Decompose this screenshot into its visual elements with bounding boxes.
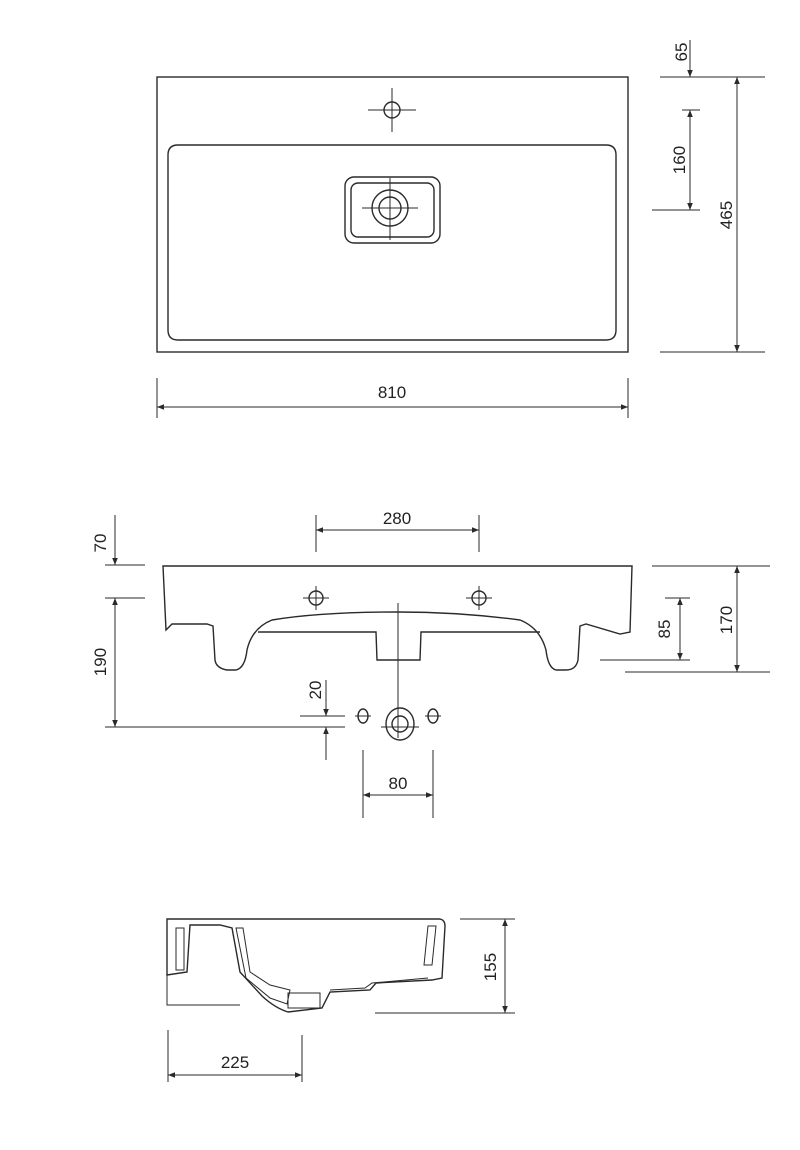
dim-190: 190 [91, 648, 110, 676]
top-view: 65 160 465 810 [156, 40, 765, 418]
outlet-icon [381, 707, 419, 741]
side-view: 155 225 [166, 918, 515, 1082]
front-view: 280 70 190 85 170 [91, 509, 770, 818]
dim-80: 80 [389, 774, 408, 793]
basin-bowl [167, 144, 617, 341]
basin-section-outline [166, 918, 446, 1013]
dim-70: 70 [91, 534, 110, 553]
drain-icon [344, 176, 441, 244]
dim-280: 280 [383, 509, 411, 528]
dim-225: 225 [221, 1053, 249, 1072]
tap-hole-icon [368, 88, 416, 132]
bowl-wall [235, 927, 291, 1005]
dim-85: 85 [655, 620, 674, 639]
dim-65: 65 [672, 43, 691, 62]
dim-155: 155 [481, 953, 500, 981]
dim-160: 160 [670, 146, 689, 174]
basin-base-line [166, 975, 240, 1006]
rear-slot [175, 927, 185, 971]
fixing-left-icon [355, 708, 371, 724]
fixing-right-icon [425, 708, 441, 724]
tap-hole-right-icon [466, 586, 492, 610]
tap-hole-left-icon [303, 586, 329, 610]
dim-465: 465 [717, 201, 736, 229]
basin-underside [258, 631, 540, 661]
drain-section [287, 992, 321, 1009]
dim-810: 810 [378, 383, 406, 402]
bowl-floor [329, 977, 429, 991]
front-slot [423, 925, 437, 966]
dim-20: 20 [306, 681, 325, 700]
basin-outline [156, 76, 629, 353]
dim-170: 170 [717, 606, 736, 634]
